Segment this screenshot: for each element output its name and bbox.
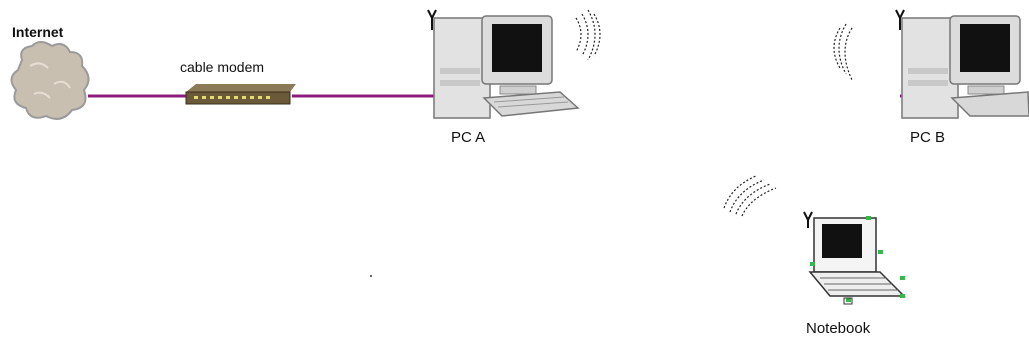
cloud-icon	[11, 42, 88, 119]
pc-a-icon	[428, 10, 578, 118]
cable-modem-label: cable modem	[180, 59, 264, 75]
notebook-label: Notebook	[806, 320, 870, 337]
pc-a-label: PC A	[451, 129, 485, 146]
wireless-signal-icon	[834, 24, 852, 80]
pc-b-label: PC B	[910, 129, 945, 146]
notebook-icon	[804, 212, 905, 304]
stray-dot	[370, 275, 372, 277]
pc-b-icon	[896, 10, 1029, 118]
wireless-signal-icon	[724, 176, 776, 216]
antenna-icon	[804, 212, 812, 228]
wireless-signal-icon	[576, 10, 600, 60]
modem-icon	[186, 84, 296, 104]
internet-label: Internet	[12, 24, 63, 40]
